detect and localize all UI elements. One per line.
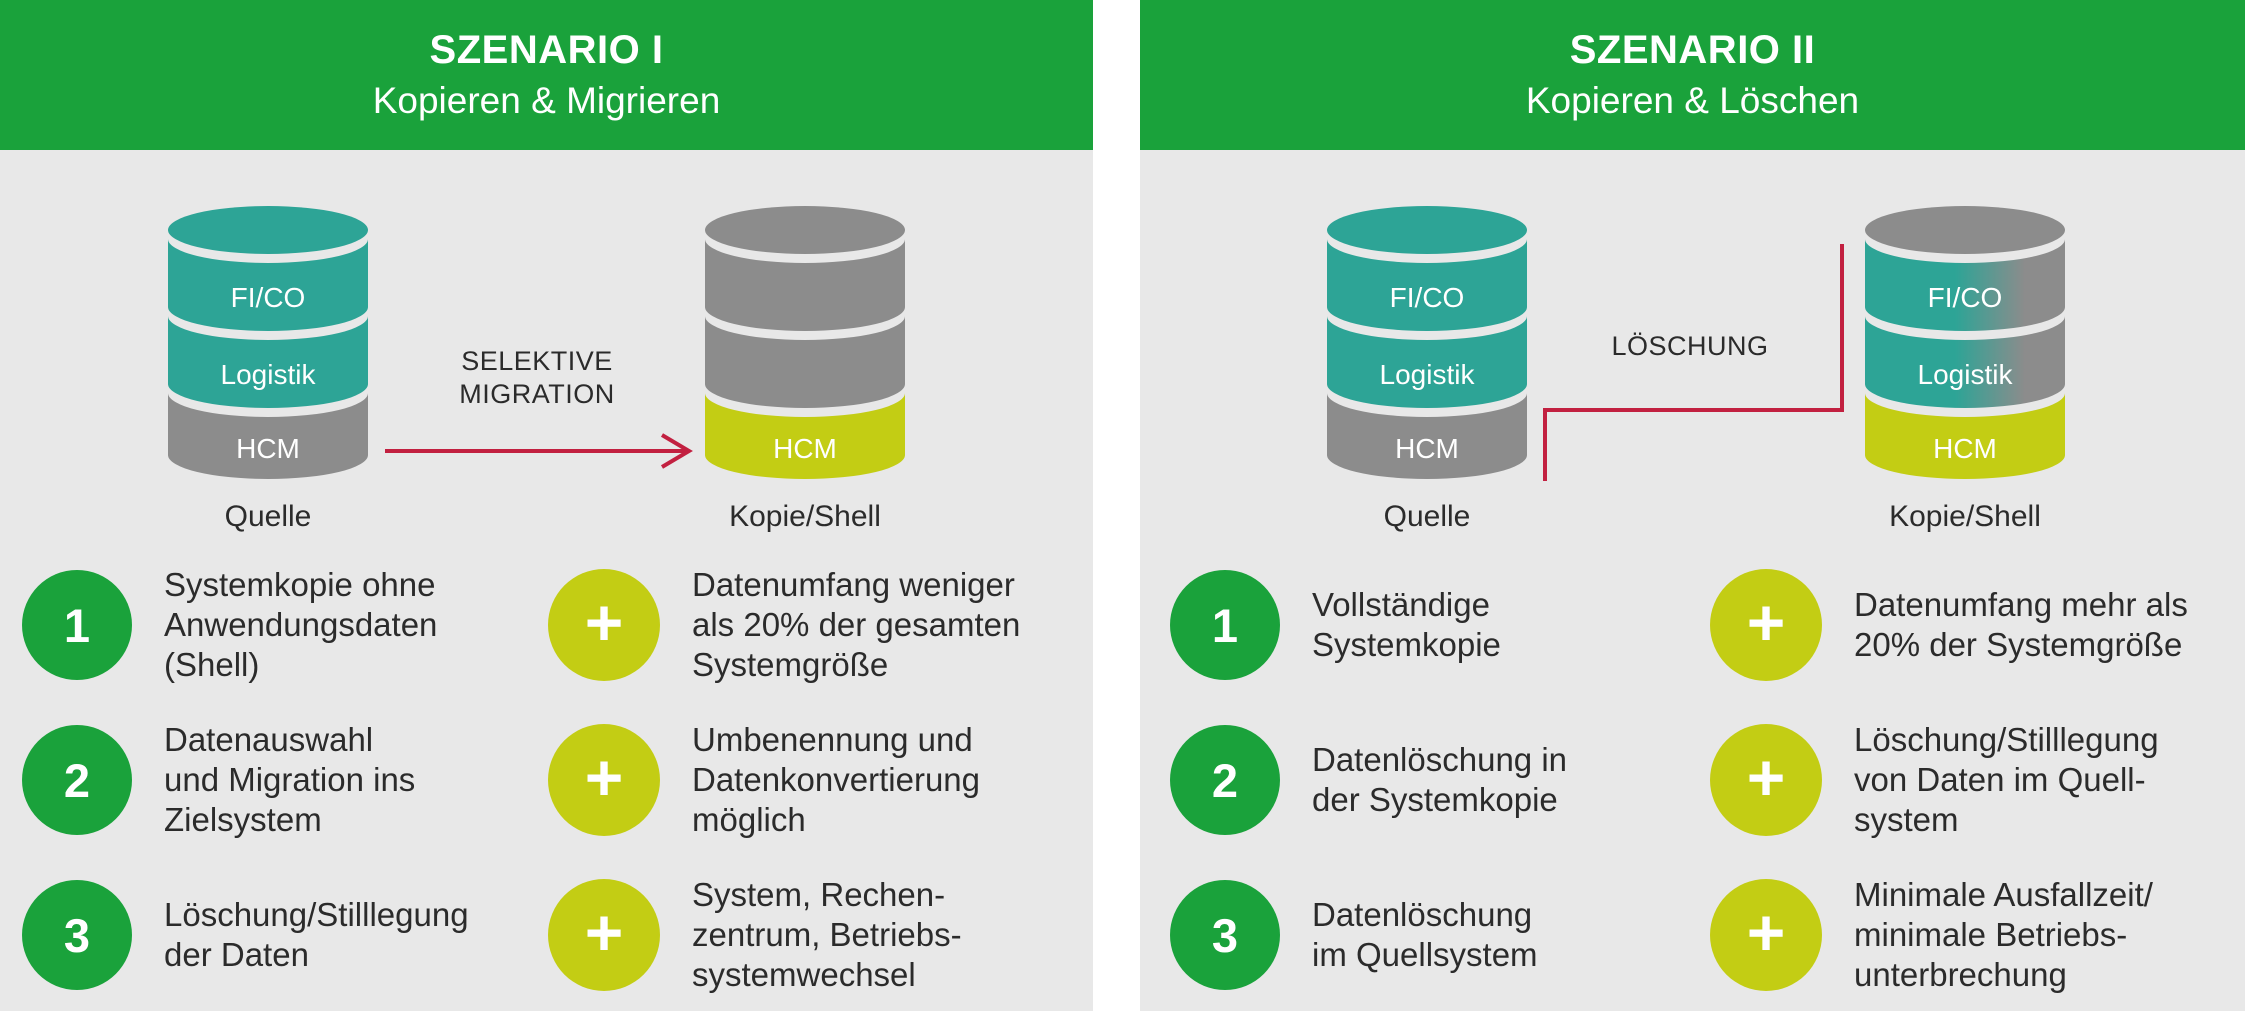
step-number-badge: 2 (22, 725, 132, 835)
plus-icon: + (1746, 894, 1786, 969)
step-number-badge: 3 (22, 880, 132, 990)
plus-badge: + (1710, 569, 1822, 681)
source-caption: Quelle (224, 500, 312, 533)
plus-badge: + (1710, 724, 1822, 836)
step-number-badge: 1 (1170, 570, 1280, 680)
database-band-fico (1327, 239, 1527, 331)
database-band-empty (705, 316, 905, 408)
benefit-row: + Datenumfang mehr als 20% der Systemgrö… (1710, 550, 2188, 700)
band-label: Logistik (1918, 359, 2014, 390)
step-row: 3 Löschung/Stilllegung der Daten (22, 860, 469, 1010)
benefit-row: + Umbenennung und Datenkonvertierung mög… (548, 705, 980, 855)
plus-icon: + (1746, 739, 1786, 814)
benefit-row: + Minimale Ausfallzeit/ minimale Betrieb… (1710, 860, 2153, 1010)
benefit-text: Minimale Ausfallzeit/ minimale Betriebs-… (1854, 876, 2153, 993)
target-caption: Kopie/Shell (1889, 500, 2041, 533)
step-text: Datenlöschung im Quellsystem (1312, 896, 1538, 973)
target-caption: Kopie/Shell (729, 500, 881, 533)
plus-icon: + (584, 584, 624, 659)
target-database-icon: FI/CO Logistik HCM (1865, 206, 2065, 479)
database-band-fico (1865, 239, 2065, 331)
plus-badge: + (1710, 879, 1822, 991)
step-row: 2 Datenauswahl und Migration ins Zielsys… (22, 705, 415, 855)
plus-icon: + (584, 739, 624, 814)
scenario-2-header: SZENARIO II Kopieren & Löschen (1140, 0, 2245, 150)
database-lid (1327, 206, 1527, 254)
step-text: Datenauswahl und Migration ins Zielsyste… (164, 721, 416, 838)
deletion-label: LÖSCHUNG (1611, 331, 1769, 361)
database-lid (1865, 206, 2065, 254)
database-band-logistik (1327, 316, 1527, 408)
panel-title: SZENARIO II (1569, 28, 1816, 72)
benefit-text: Datenumfang weniger als 20% der gesamten… (692, 566, 1021, 683)
benefit-text: Löschung/Stilllegung von Daten im Quell-… (1854, 721, 2159, 838)
benefit-text: Datenumfang mehr als 20% der Systemgröße (1854, 586, 2188, 663)
step-number-badge: 2 (1170, 725, 1280, 835)
scenario-1-panel: SZENARIO I Kopieren & Migrieren FI/CO Lo… (0, 0, 1093, 1011)
migration-label: SELEKTIVE MIGRATION (459, 346, 615, 409)
target-database-icon: HCM (705, 206, 905, 479)
band-label: HCM (236, 433, 300, 464)
database-band-logistik (1865, 316, 2065, 408)
step-text: Systemkopie ohne Anwendungsdaten (Shell) (164, 566, 438, 683)
database-band-logistik (168, 316, 368, 408)
database-band-hcm (1865, 393, 2065, 479)
benefit-text: System, Rechen- zentrum, Betriebs- syste… (692, 876, 962, 993)
source-database-icon: FI/CO Logistik HCM (168, 206, 368, 479)
step-text: Datenlöschung in der Systemkopie (1312, 741, 1568, 818)
database-lid (705, 206, 905, 254)
band-label: HCM (773, 433, 837, 464)
database-band-fico (168, 239, 368, 331)
step-row: 1 Systemkopie ohne Anwendungsdaten (Shel… (22, 550, 437, 700)
scenario-1-header: SZENARIO I Kopieren & Migrieren (0, 0, 1093, 150)
band-label: HCM (1395, 433, 1459, 464)
panel-subtitle: Kopieren & Migrieren (372, 80, 721, 121)
panel-title: SZENARIO I (429, 28, 664, 72)
benefit-text: Umbenennung und Datenkonvertierung mögli… (692, 721, 981, 838)
band-label: FI/CO (1390, 282, 1465, 313)
band-label: Logistik (221, 359, 317, 390)
deletion-connector-icon (1543, 244, 1844, 481)
step-row: 2 Datenlöschung in der Systemkopie (1170, 705, 1567, 855)
panel-subtitle: Kopieren & Löschen (1525, 80, 1860, 121)
database-lid (168, 206, 368, 254)
step-number-badge: 3 (1170, 880, 1280, 990)
database-band-hcm (168, 393, 368, 479)
migration-arrow-icon (385, 433, 693, 469)
plus-badge: + (548, 569, 660, 681)
band-label: HCM (1933, 433, 1997, 464)
step-text: Löschung/Stilllegung der Daten (164, 896, 469, 973)
scenario-2-panel: SZENARIO II Kopieren & Löschen FI/CO Log… (1140, 0, 2245, 1011)
benefit-row: + Datenumfang weniger als 20% der gesamt… (548, 550, 1020, 700)
step-text: Vollständige Systemkopie (1312, 586, 1501, 663)
database-band-empty (705, 239, 905, 331)
benefit-row: + System, Rechen- zentrum, Betriebs- sys… (548, 860, 962, 1010)
source-database-icon: FI/CO Logistik HCM (1327, 206, 1527, 479)
benefit-row: + Löschung/Stilllegung von Daten im Quel… (1710, 705, 2159, 855)
band-label: FI/CO (231, 282, 306, 313)
band-label: Logistik (1380, 359, 1476, 390)
band-label: FI/CO (1928, 282, 2003, 313)
plus-icon: + (584, 894, 624, 969)
step-row: 1 Vollständige Systemkopie (1170, 550, 1501, 700)
step-number-badge: 1 (22, 570, 132, 680)
plus-icon: + (1746, 584, 1786, 659)
plus-badge: + (548, 879, 660, 991)
database-band-hcm (705, 393, 905, 479)
source-caption: Quelle (1383, 500, 1471, 533)
plus-badge: + (548, 724, 660, 836)
database-band-hcm (1327, 393, 1527, 479)
step-row: 3 Datenlöschung im Quellsystem (1170, 860, 1538, 1010)
